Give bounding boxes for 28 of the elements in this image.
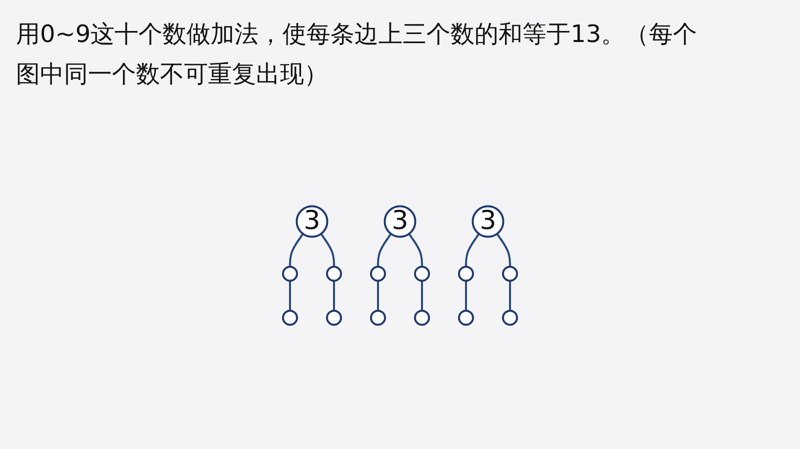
connector bbox=[408, 232, 423, 266]
connector bbox=[465, 232, 480, 266]
connector bbox=[289, 280, 291, 310]
connector bbox=[377, 280, 379, 310]
node-circle bbox=[414, 265, 430, 282]
node-circle: 3 bbox=[472, 204, 504, 238]
node-circle bbox=[370, 309, 386, 326]
node-circle bbox=[502, 309, 518, 326]
node-circle: 3 bbox=[296, 204, 328, 238]
node-circle bbox=[458, 309, 474, 326]
connector bbox=[509, 280, 511, 310]
node-circle bbox=[282, 265, 298, 282]
connector bbox=[496, 232, 511, 266]
problem-text: 用0~9这十个数做加法，使每条边上三个数的和等于13。（每个图中同一个数不可重复出现） bbox=[16, 19, 698, 90]
node-circle bbox=[326, 265, 342, 282]
connector bbox=[333, 280, 335, 310]
node-circle: 3 bbox=[384, 204, 416, 238]
node-circle bbox=[282, 309, 298, 326]
node-circle bbox=[458, 265, 474, 282]
node-circle bbox=[326, 309, 342, 326]
node-circle bbox=[502, 265, 518, 282]
node-circle bbox=[414, 309, 430, 326]
connector bbox=[421, 280, 423, 310]
connector bbox=[377, 232, 392, 266]
connector bbox=[465, 280, 467, 310]
connector bbox=[320, 232, 335, 266]
connector bbox=[289, 232, 304, 266]
node-circle bbox=[370, 265, 386, 282]
